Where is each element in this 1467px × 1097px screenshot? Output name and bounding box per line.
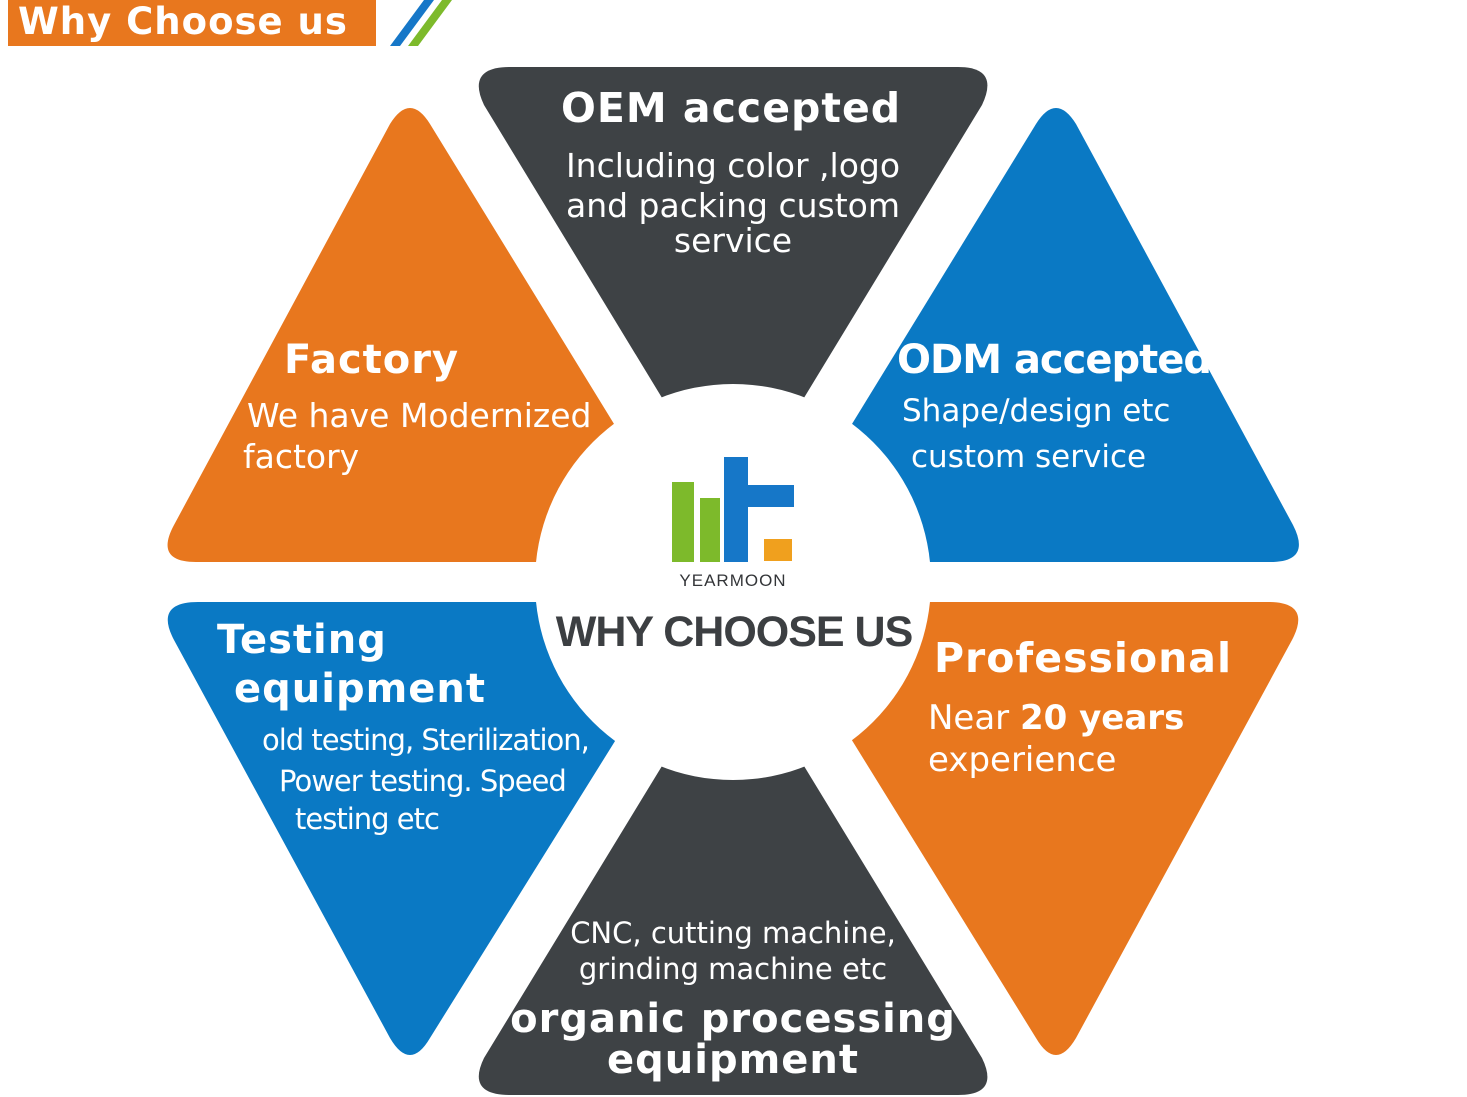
factory-title: Factory: [284, 337, 460, 383]
oem-line-2: and packing custom: [565, 186, 901, 225]
oem-line-3: service: [673, 221, 793, 260]
oem-line-1: Including color ,logo: [565, 146, 901, 185]
segment-factory: [167, 108, 683, 562]
testing-line-3: testing etc: [295, 802, 440, 836]
professional-line-1: Near 20 years: [928, 698, 1184, 738]
testing-title-line-2: equipment: [234, 666, 486, 712]
segment-oem: [478, 67, 988, 486]
testing-line-2: Power testing. Speed: [279, 764, 567, 798]
odm-line-2: custom service: [911, 439, 1147, 475]
factory-line-1: We have Modernized: [247, 396, 592, 435]
professional-title: Professional: [934, 634, 1233, 682]
processing-title-line-2: equipment: [607, 1037, 859, 1083]
segment-testing: [167, 602, 685, 1055]
center-title: WHY CHOOSE US: [555, 608, 914, 656]
header-stripes-decoration: [390, 0, 452, 46]
factory-line-2: factory: [243, 437, 360, 476]
professional-years: 20 years: [1019, 698, 1185, 738]
segment-odm: [783, 108, 1299, 562]
oem-title: OEM accepted: [561, 84, 902, 132]
odm-title: ODM accepted: [897, 337, 1212, 383]
segment-processing: [478, 678, 988, 1095]
processing-line-2: grinding machine etc: [578, 952, 888, 986]
header-title: Why Choose us: [18, 0, 348, 43]
brand-name: YEARMOON: [679, 571, 787, 590]
testing-line-1: old testing, Sterilization,: [262, 723, 590, 757]
odm-line-1: Shape/design etc: [902, 393, 1171, 429]
header-banner: [8, 0, 376, 46]
professional-line-2: experience: [928, 740, 1117, 780]
yearmoon-logo-icon: [672, 457, 794, 562]
professional-line-1-prefix: Near: [928, 698, 1020, 738]
testing-title-line-1: Testing: [217, 617, 387, 663]
processing-title-line-1: organic processing: [510, 996, 956, 1042]
processing-line-1: CNC, cutting machine,: [570, 916, 896, 950]
segment-professional: [783, 602, 1299, 1055]
